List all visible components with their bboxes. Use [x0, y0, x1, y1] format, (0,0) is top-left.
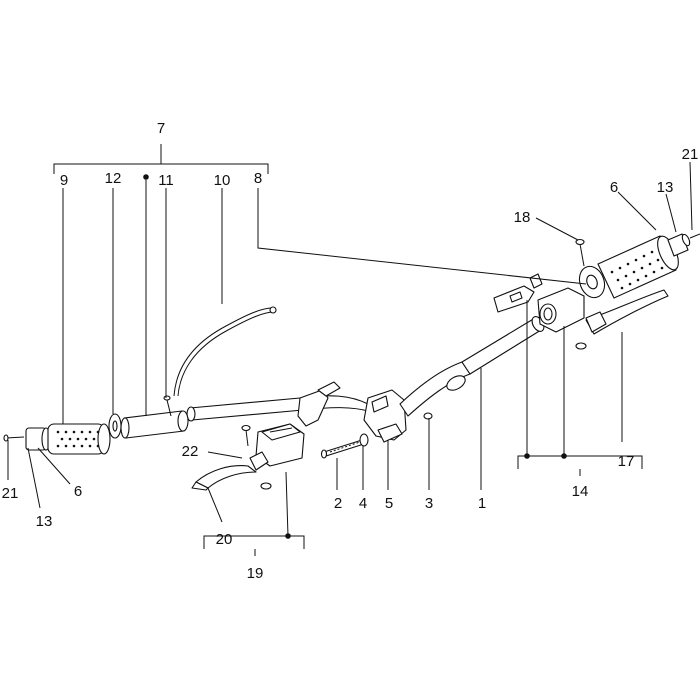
callout-14: 14 [572, 483, 589, 500]
callout-13-left: 13 [36, 513, 53, 530]
callout-22: 22 [182, 443, 199, 460]
callout-labels: 7 9 12 11 10 8 21 13 6 22 20 19 2 4 5 3 … [2, 120, 699, 582]
left-grip-assembly [3, 395, 189, 455]
callout-12: 12 [105, 170, 122, 187]
throttle-cable [173, 306, 277, 397]
leader-lines [7, 144, 693, 556]
callout-20: 20 [216, 531, 233, 548]
right-brake-lever-assembly [493, 273, 669, 350]
right-grip-assembly [575, 233, 700, 299]
callout-18: 18 [514, 209, 531, 226]
callout-13-right: 13 [657, 179, 674, 196]
callout-6-left: 6 [74, 483, 82, 500]
callout-19: 19 [247, 565, 264, 582]
callout-9: 9 [60, 172, 68, 189]
callout-7: 7 [157, 120, 165, 137]
callout-4: 4 [359, 495, 367, 512]
handlebar-tube [186, 316, 545, 441]
callout-6-right: 6 [610, 179, 618, 196]
callout-2: 2 [334, 495, 342, 512]
callout-17: 17 [618, 453, 635, 470]
callout-5: 5 [385, 495, 393, 512]
callout-21-left: 21 [2, 485, 19, 502]
callout-10: 10 [214, 172, 231, 189]
callout-8: 8 [254, 170, 262, 187]
callout-3: 3 [425, 495, 433, 512]
left-brake-master-cylinder [191, 423, 305, 491]
callout-1: 1 [478, 495, 486, 512]
callout-11: 11 [158, 172, 174, 189]
callout-21-right: 21 [682, 146, 699, 163]
center-fasteners [320, 412, 433, 459]
